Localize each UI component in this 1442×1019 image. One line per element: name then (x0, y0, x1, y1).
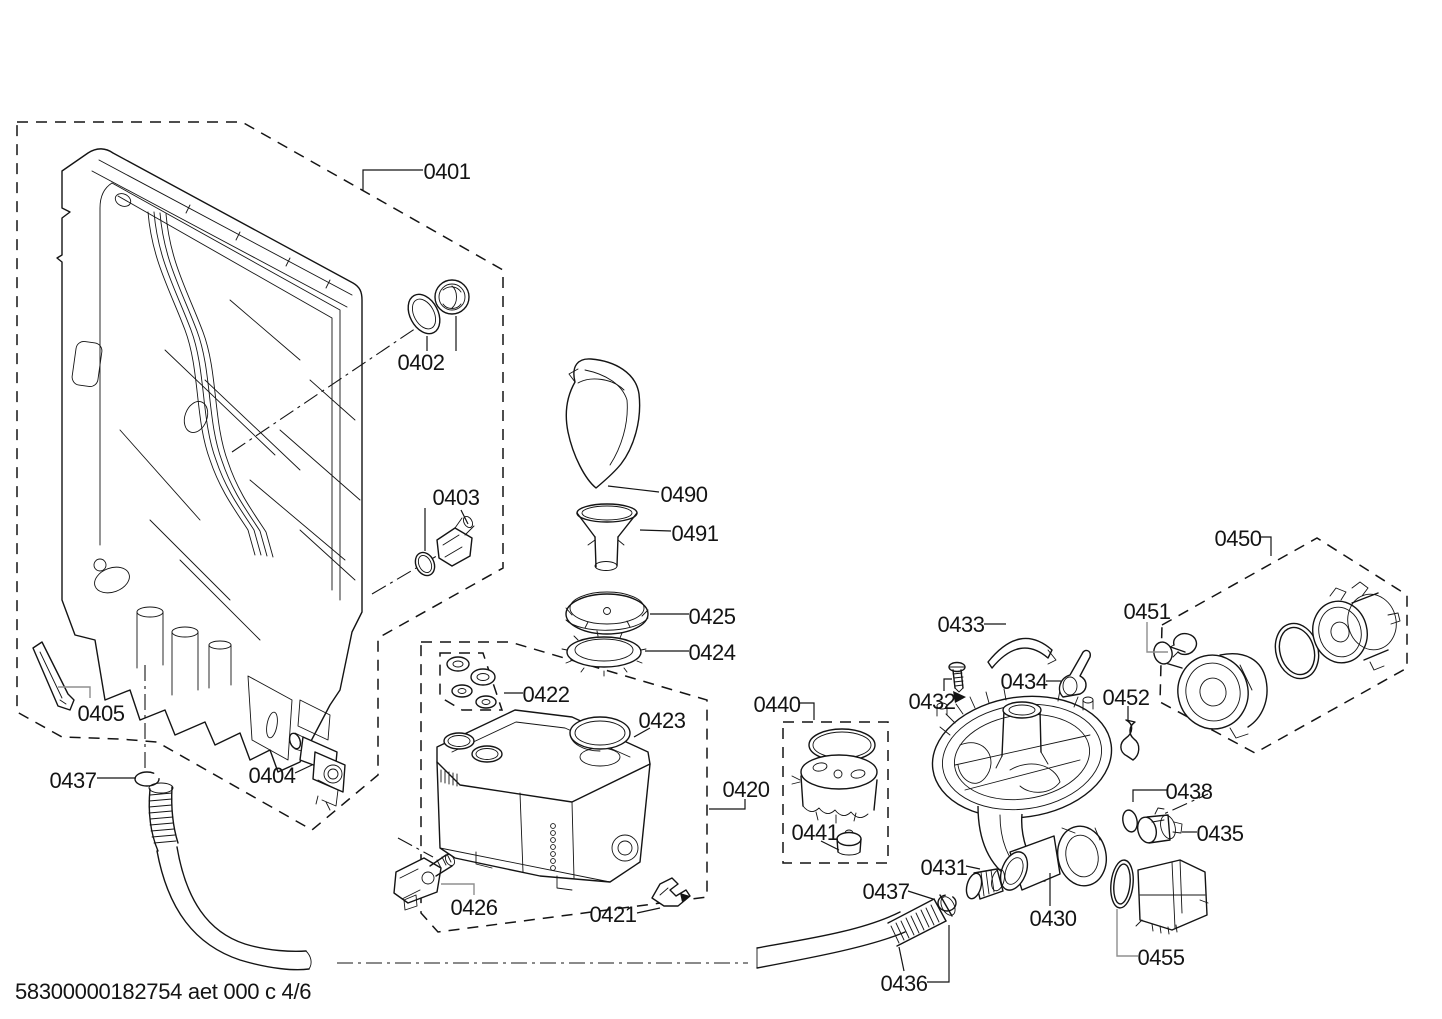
label-0423: 0423 (639, 708, 686, 733)
part-0441-drawing (836, 829, 862, 856)
part-0403-drawing (414, 515, 475, 577)
assembly-box-0420 (420, 641, 708, 933)
part-0421-drawing (651, 877, 691, 907)
label-0431: 0431 (921, 855, 968, 880)
label-0440: 0440 (754, 692, 801, 717)
label-0452: 0452 (1103, 685, 1150, 710)
label-0425: 0425 (689, 604, 736, 629)
document-number-footer: 58300000182754 aet 000 c 4/6 (15, 979, 311, 1004)
label-0438: 0438 (1166, 779, 1213, 804)
label-0424: 0424 (689, 640, 736, 665)
part-0452-drawing (1120, 719, 1140, 761)
label-0490: 0490 (661, 482, 708, 507)
label-0435: 0435 (1197, 821, 1244, 846)
assembly-box-0450 (1159, 537, 1408, 754)
part-0491-drawing (576, 503, 638, 571)
label-0426: 0426 (451, 895, 498, 920)
part-0450-pump-group-drawing (1153, 581, 1401, 739)
part-0437-left-hose-drawing (134, 771, 312, 971)
part-0440-drawing (791, 728, 878, 824)
part-0430-sump-drawing (931, 688, 1113, 891)
label-0422: 0422 (523, 682, 570, 707)
leader-lines (58, 169, 1272, 983)
label-0450: 0450 (1215, 526, 1262, 551)
label-0455: 0455 (1138, 945, 1185, 970)
label-0434: 0434 (1001, 669, 1048, 694)
label-0451: 0451 (1124, 599, 1171, 624)
part-0431-drawing (965, 868, 1005, 900)
part-0422-drawing (446, 656, 497, 709)
label-0405: 0405 (78, 701, 125, 726)
label-0432: 0432 (909, 689, 956, 714)
label-0491: 0491 (672, 521, 719, 546)
label-0437-right: 0437 (863, 879, 910, 904)
part-labels: 0401 0402 0403 0404 0405 0437 0490 0491 … (50, 159, 1263, 996)
label-0402: 0402 (398, 350, 445, 375)
part-0402-drawing (407, 279, 470, 335)
part-0401-door-panel-drawing (56, 148, 363, 773)
label-0404: 0404 (249, 763, 296, 788)
part-0435-drawing (1136, 807, 1183, 844)
part-0433-drawing (987, 637, 1057, 669)
label-0401: 0401 (424, 159, 471, 184)
label-0437-left: 0437 (50, 768, 97, 793)
label-0436: 0436 (881, 971, 928, 996)
part-0432-drawing (948, 661, 966, 703)
assembly-box-0422 (439, 652, 504, 711)
part-0436-hose-drawing (756, 894, 957, 969)
assembly-box-0401 (16, 121, 504, 831)
label-0441: 0441 (792, 820, 839, 845)
label-0403: 0403 (433, 485, 480, 510)
label-0420: 0420 (723, 777, 770, 802)
part-0438-drawing (1122, 809, 1138, 833)
part-0425-drawing (565, 591, 649, 635)
part-0405-drawing (32, 641, 75, 711)
part-0426-drawing (393, 853, 456, 911)
part-0404-drawing (288, 732, 346, 811)
part-0423-drawing (569, 716, 631, 752)
label-0421: 0421 (590, 902, 637, 927)
part-0455-drawing (1110, 859, 1209, 935)
label-0433: 0433 (938, 612, 985, 637)
part-0490-drawing (565, 358, 641, 489)
part-0424-drawing (561, 630, 647, 677)
part-0434-drawing (1058, 649, 1092, 698)
label-0430: 0430 (1030, 906, 1077, 931)
